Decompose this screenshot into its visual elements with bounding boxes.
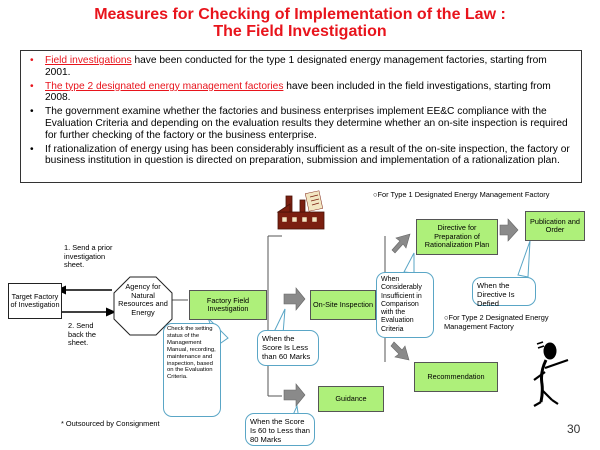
check-note-callout: Check the setting status of the Manageme…: [163, 323, 221, 417]
circle-icon: ○: [444, 313, 449, 322]
agency-octagon-shape: [113, 276, 173, 336]
agency-label: Agency for Natural Resources and Energy: [118, 282, 168, 317]
field-investigations-link[interactable]: Field investigations: [45, 55, 132, 66]
60to80-callout: When the Score Is 60 to Less than 80 Mar…: [245, 413, 315, 446]
recommendation-box: Recommendation: [414, 362, 498, 392]
bullet-item-4: • If rationalization of energy using has…: [27, 144, 571, 167]
arrow-to-onsite: [283, 287, 306, 311]
bullet-dot: •: [30, 55, 34, 66]
bullet-dot: •: [30, 80, 34, 92]
guidance-box: Guidance: [318, 386, 384, 412]
bullet-list: • Field investigations have been conduct…: [27, 55, 571, 167]
bullet-dot: •: [30, 143, 34, 155]
bullet-text: have been conducted for the type 1 desig…: [45, 55, 547, 78]
type1-label: For Type 1 Designated Energy Management …: [377, 190, 550, 199]
defied-callout-tail: [517, 240, 531, 278]
bullet-text: The government examine whether the facto…: [45, 106, 568, 141]
type2-legend: ○For Type 2 Designated Energy Management…: [444, 313, 574, 331]
bullet-text-box: • Field investigations have been conduct…: [20, 50, 582, 183]
send-arrow: [56, 285, 112, 295]
arrow-to-publication: [499, 218, 519, 242]
factory-field-investigation-box: Factory Field Investigation: [189, 290, 267, 320]
return-arrow: [62, 307, 116, 317]
defied-callout: When the Directive Is Defied: [472, 277, 536, 308]
bullet-text: have been included in the field investig…: [45, 80, 551, 104]
arrow-to-directive: [391, 233, 411, 254]
title-line-2: The Field Investigation: [213, 23, 387, 40]
page-number: 30: [567, 422, 581, 436]
bullet-text: If rationalization of energy using has b…: [45, 143, 570, 167]
type2-factories-link[interactable]: The type 2 designated energy management …: [45, 80, 284, 92]
publication-box: Publication and Order: [525, 211, 585, 241]
outsourced-note: * Outsourced by Consignment: [61, 419, 160, 428]
factory-icon: [276, 190, 325, 230]
bullet-item-3: • The government examine whether the fac…: [27, 106, 571, 141]
pointing-person-icon: [533, 341, 569, 407]
circle-icon: ○: [373, 190, 378, 199]
insufficient-callout-tail: [403, 252, 415, 274]
bullet-dot: •: [30, 106, 34, 118]
bullet-item-2: • The type 2 designated energy managemen…: [27, 81, 571, 104]
less60-callout: When the Score Is Less than 60 Marks: [257, 330, 319, 366]
arrow-to-guidance: [283, 383, 306, 407]
onsite-inspection-box: On-Site Inspection: [310, 290, 376, 320]
directive-box: Directive for Preparation of Rationaliza…: [416, 219, 498, 255]
bullet-item-1: • Field investigations have been conduct…: [27, 55, 571, 78]
type1-legend: ○For Type 1 Designated Energy Management…: [373, 190, 550, 200]
target-factory-box: Target Factory of Investigation: [8, 283, 62, 319]
insufficient-callout: When Considerably Insufficient in Compar…: [376, 272, 434, 338]
step-send-label: 1. Send a prior investigation sheet.: [64, 243, 113, 270]
type2-label: For Type 2 Designated Energy Management …: [444, 313, 549, 331]
arrow-to-recommendation: [390, 341, 410, 361]
title-line-1: Measures for Checking of Implementation …: [94, 6, 506, 23]
step-back-label: 2. Send back the sheet.: [68, 321, 96, 348]
slide-title: Measures for Checking of Implementation …: [0, 6, 600, 40]
